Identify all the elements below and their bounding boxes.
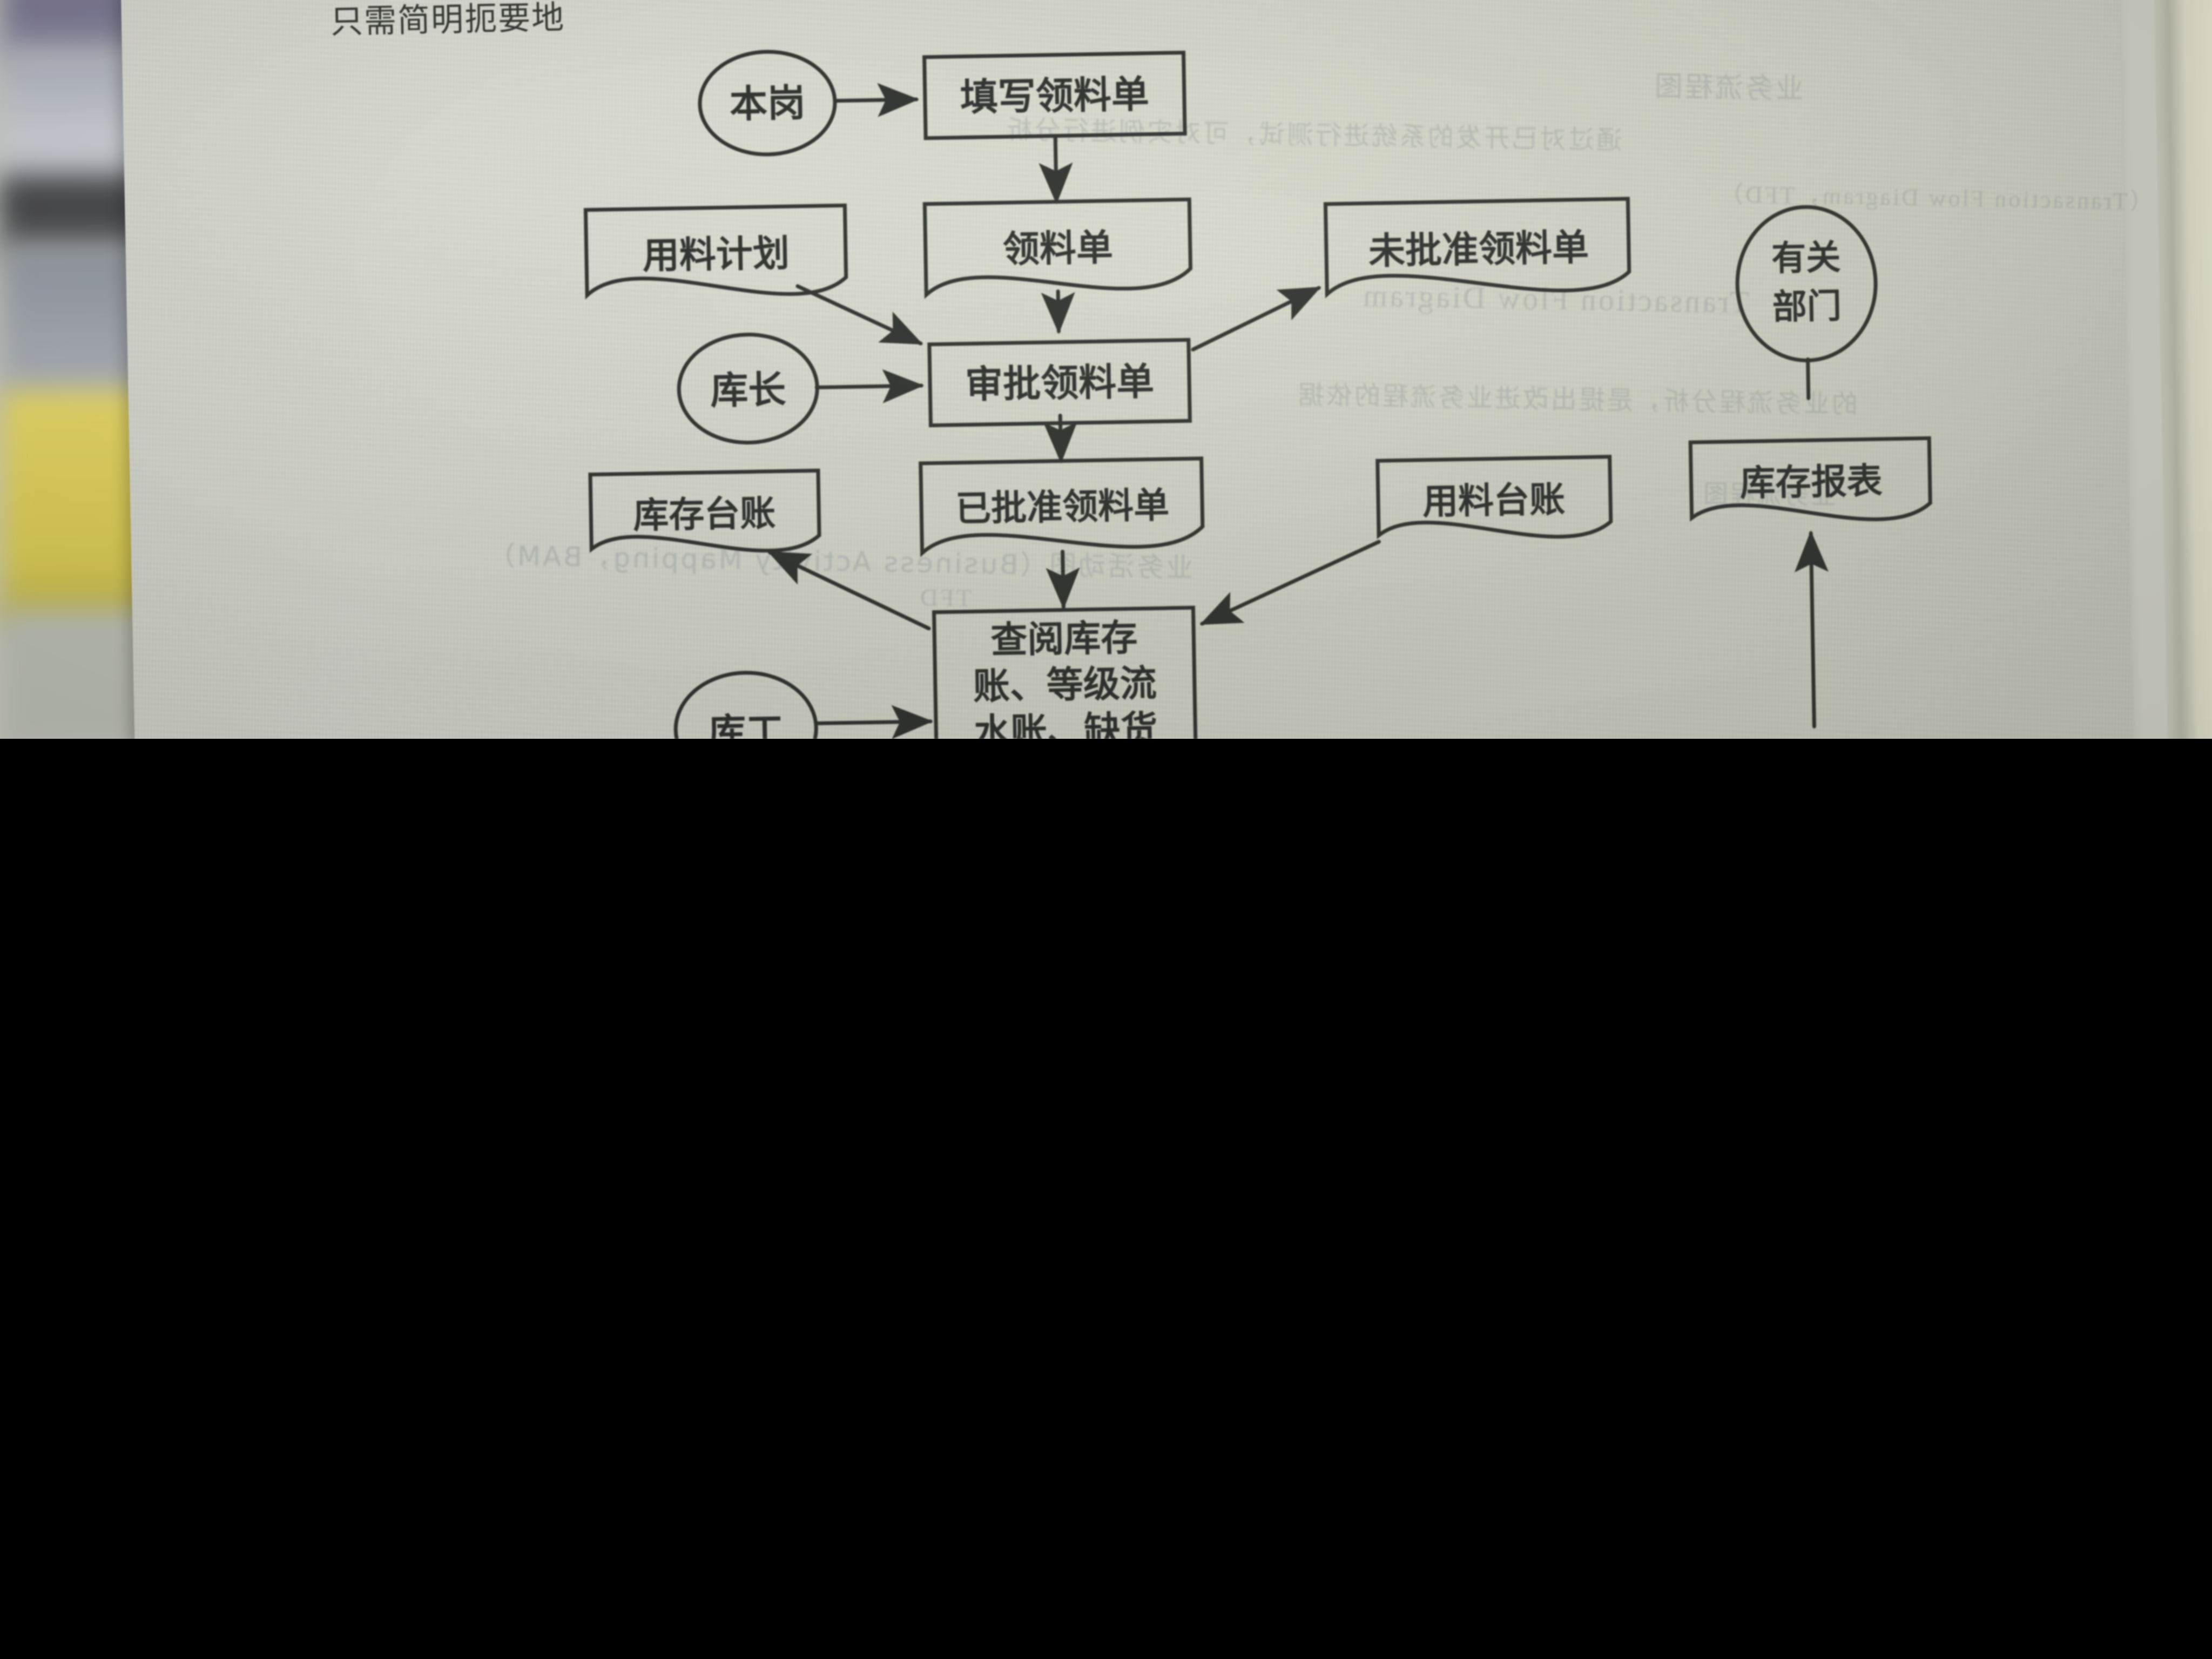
node-label: 用料台账 bbox=[1422, 478, 1565, 523]
node-yongliao-jihua: 用料计划 bbox=[583, 203, 848, 300]
edge-kuzhang-to-shenpi bbox=[814, 369, 925, 403]
node-label: 库工 bbox=[708, 710, 784, 739]
node-tianxie-lingliaodan: 填写领料单 bbox=[922, 50, 1187, 140]
photograph-region: 业务流程图 Transaction Flow Diagram 通过对已开发的系统… bbox=[0, 0, 2212, 739]
node-youguan-bumen: 有关 部门 bbox=[1735, 205, 1878, 362]
edge-tianxie-to-lingliaodan bbox=[1038, 134, 1073, 205]
edge-bengang-to-tianxie bbox=[834, 83, 919, 117]
flowchart: 本岗 填写领料单 用料计划 领料单 bbox=[0, 0, 2212, 739]
node-label-line2: 部门 bbox=[1772, 286, 1842, 327]
edge-group bbox=[767, 83, 1829, 739]
node-label: 未批准领料单 bbox=[1368, 226, 1589, 273]
edge-youguanbumen-stub bbox=[1806, 357, 1811, 400]
node-kugong: 库工 bbox=[673, 671, 818, 739]
edge-yongliaotaizhang-to-chayue bbox=[1199, 539, 1381, 626]
node-kucun-taizhang: 库存台账 bbox=[588, 468, 821, 553]
node-kucun-baobiao: 库存报表 bbox=[1688, 436, 1932, 522]
node-label-line2: 账、等级流 bbox=[973, 662, 1157, 708]
node-shenpi-lingliaodan: 审批领料单 bbox=[927, 338, 1192, 428]
node-label: 领料单 bbox=[1002, 227, 1113, 272]
black-letterbox bbox=[0, 739, 2212, 1659]
edge-shenpi-to-weipizhun bbox=[1191, 286, 1321, 352]
node-bengang: 本岗 bbox=[698, 50, 837, 157]
node-label: 填写领料单 bbox=[960, 72, 1149, 120]
node-weipizhun-lingliaodan: 未批准领料单 bbox=[1323, 197, 1631, 299]
node-lingliaodan: 领料单 bbox=[922, 197, 1193, 299]
node-label-line1: 查阅库存 bbox=[990, 617, 1138, 662]
node-label: 本岗 bbox=[729, 81, 805, 126]
node-kuzhang: 库长 bbox=[677, 333, 819, 445]
edge-chayue-to-kucuntaizhang bbox=[767, 550, 931, 631]
node-yipizhun-lingliaodan: 已批准领料单 bbox=[919, 456, 1205, 557]
node-label: 库存台账 bbox=[633, 493, 776, 537]
node-label-line3: 水账、缺货 bbox=[974, 708, 1158, 739]
node-label: 已批准领料单 bbox=[955, 484, 1170, 530]
node-chayue-kucun: 查阅库存 账、等级流 水账、缺货 bbox=[932, 605, 1198, 739]
node-yongliao-taizhang: 用料台账 bbox=[1375, 455, 1613, 539]
node-label: 库长 bbox=[710, 367, 786, 413]
node-label: 审批领料单 bbox=[965, 359, 1154, 407]
edge-kucunbaobiao-to-youguanbumen bbox=[1794, 530, 1829, 729]
node-label-line1: 有关 bbox=[1771, 238, 1841, 279]
edge-yipizhun-to-chayue bbox=[1046, 549, 1080, 610]
node-label: 用料计划 bbox=[642, 232, 790, 278]
node-label: 库存报表 bbox=[1739, 460, 1883, 504]
edge-kugong-to-chayue bbox=[814, 705, 933, 739]
flowchart-svg: 本岗 填写领料单 用料计划 领料单 bbox=[583, 50, 1932, 739]
